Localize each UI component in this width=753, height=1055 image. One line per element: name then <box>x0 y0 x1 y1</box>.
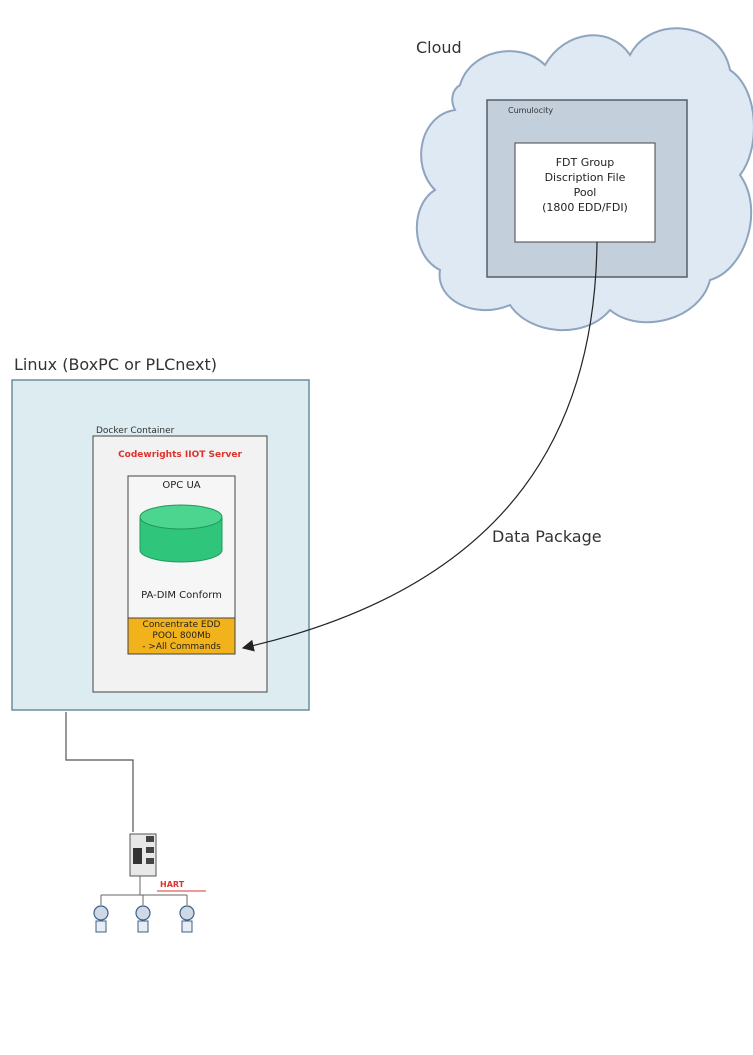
data-package-arrow <box>241 241 598 652</box>
pool-box <box>514 142 656 243</box>
opcua-label: OPC UA <box>162 480 201 491</box>
cumulocity-label: Cumulocity <box>508 106 554 115</box>
data-package-label: Data Package <box>492 527 602 546</box>
connection-line <box>65 712 134 832</box>
pool-line: (1800 EDD/FDI) <box>542 201 628 214</box>
gateway-device-icon <box>129 833 157 877</box>
field-device-icon <box>179 905 195 933</box>
concentrate-box <box>127 617 236 655</box>
pool-text: FDT Group Discription File Pool (1800 ED… <box>515 155 655 215</box>
concentrate-line: - >All Commands <box>142 642 221 652</box>
database-cylinder <box>139 504 223 563</box>
docker-container-label: Docker Container <box>96 426 175 436</box>
concentrate-line: Concentrate EDD <box>142 620 221 630</box>
field-device-icon <box>135 905 151 933</box>
server-label: Codewrights IIOT Server <box>118 450 242 460</box>
concentrate-text: Concentrate EDD POOL 800Mb - >All Comman… <box>128 620 235 653</box>
pool-line: Discription File <box>544 171 626 184</box>
hart-logo: HART <box>160 880 185 889</box>
linux-title: Linux (BoxPC or PLCnext) <box>14 355 217 374</box>
concentrate-line: POOL 800Mb <box>152 631 211 641</box>
pool-line: Pool <box>573 186 597 199</box>
pa-dim-conform-label: PA-DIM Conform <box>141 590 222 601</box>
field-device-icon <box>93 905 109 933</box>
pool-line: FDT Group <box>555 156 615 169</box>
cloud-title: Cloud <box>416 38 462 57</box>
